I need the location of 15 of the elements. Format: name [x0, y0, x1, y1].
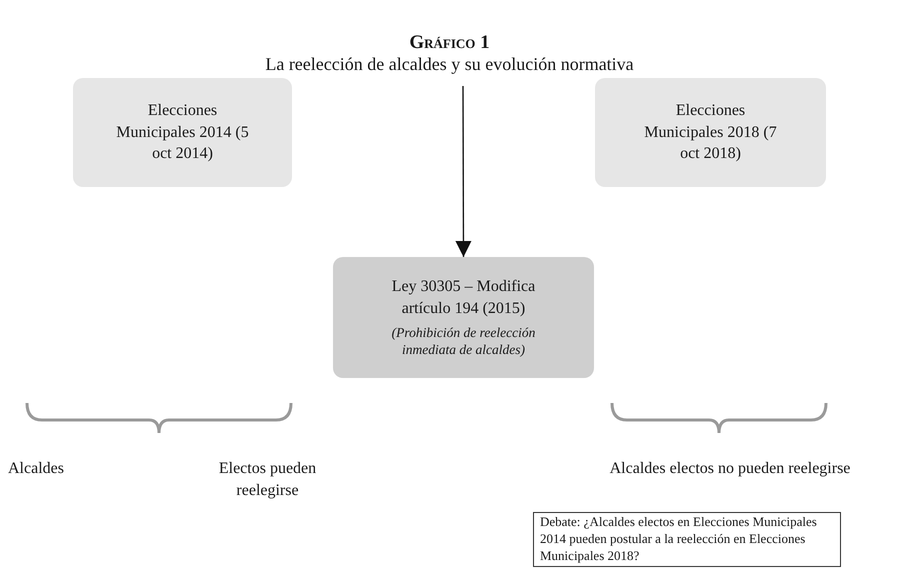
node-text: Elecciones Municipales 2014 (5 oct 2014)	[115, 101, 250, 164]
subtitle: La reelección de alcaldes y su evolución normativa	[264, 53, 635, 76]
node-subtext: (Prohibición de reelección inmediata de alcaldes)	[390, 324, 536, 359]
node-text: Debate: ¿Alcaldes electos en Elecciones Municipales 2014 pueden postular a la reelección en Elecciones Municipales 2018?	[540, 514, 818, 565]
title: Gráfico 1	[408, 31, 491, 55]
law-box	[333, 257, 594, 378]
bracket-label: Alcaldes	[8, 459, 65, 479]
bracket-label: Alcaldes electos no pueden reelegirse	[608, 459, 852, 479]
note-box	[533, 512, 841, 567]
node-text: Ley 30305 – Modifica artículo 194 (2015)	[390, 277, 536, 319]
bracket-label: Electos pueden reelegirse	[218, 459, 318, 501]
event-box	[73, 78, 292, 187]
event-box	[595, 78, 826, 187]
arrow	[455, 86, 472, 257]
node-text: Elecciones Municipales 2018 (7 oct 2018)	[643, 101, 778, 164]
